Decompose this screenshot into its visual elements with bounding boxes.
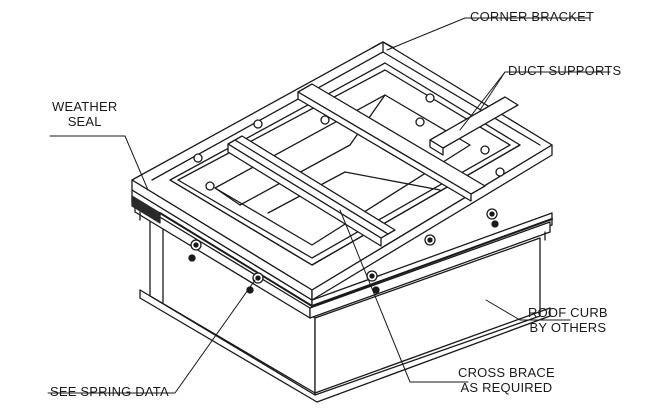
- duct-supports-text: DUCT SUPPORTS: [508, 63, 622, 78]
- corner-bracket: [371, 41, 395, 53]
- corner-bracket-text: CORNER BRACKET: [470, 9, 595, 24]
- cross-brace: [227, 135, 396, 247]
- roof-curb-text-line1: ROOF CURB: [528, 305, 608, 320]
- weather-seal-text-line1: WEATHER: [52, 99, 118, 114]
- roof-curb-box: [139, 217, 551, 403]
- frame-clips: [193, 93, 505, 191]
- label-duct-supports: DUCT SUPPORTS: [508, 63, 621, 78]
- weather-seal-band: [131, 195, 553, 307]
- duct-supports: [297, 83, 519, 202]
- cross-brace-text-line1: CROSS BRACE: [458, 365, 555, 380]
- label-weather-seal: WEATHER SEAL: [52, 99, 117, 129]
- leader-lines: [47, 17, 611, 394]
- spring-data-text: SEE SPRING DATA: [50, 384, 169, 399]
- label-spring-data: SEE SPRING DATA: [50, 384, 169, 399]
- roof-curb-text-line2: BY OTHERS: [529, 320, 607, 335]
- weather-seal-text-line2: SEAL: [67, 114, 102, 129]
- label-corner-bracket: CORNER BRACKET: [470, 9, 594, 24]
- cross-brace-text-line2: AS REQUIRED: [460, 380, 553, 395]
- label-roof-curb: ROOF CURB BY OTHERS: [528, 305, 608, 335]
- spring-mounts: [188, 208, 499, 294]
- label-cross-brace: CROSS BRACE AS REQUIRED: [458, 365, 555, 395]
